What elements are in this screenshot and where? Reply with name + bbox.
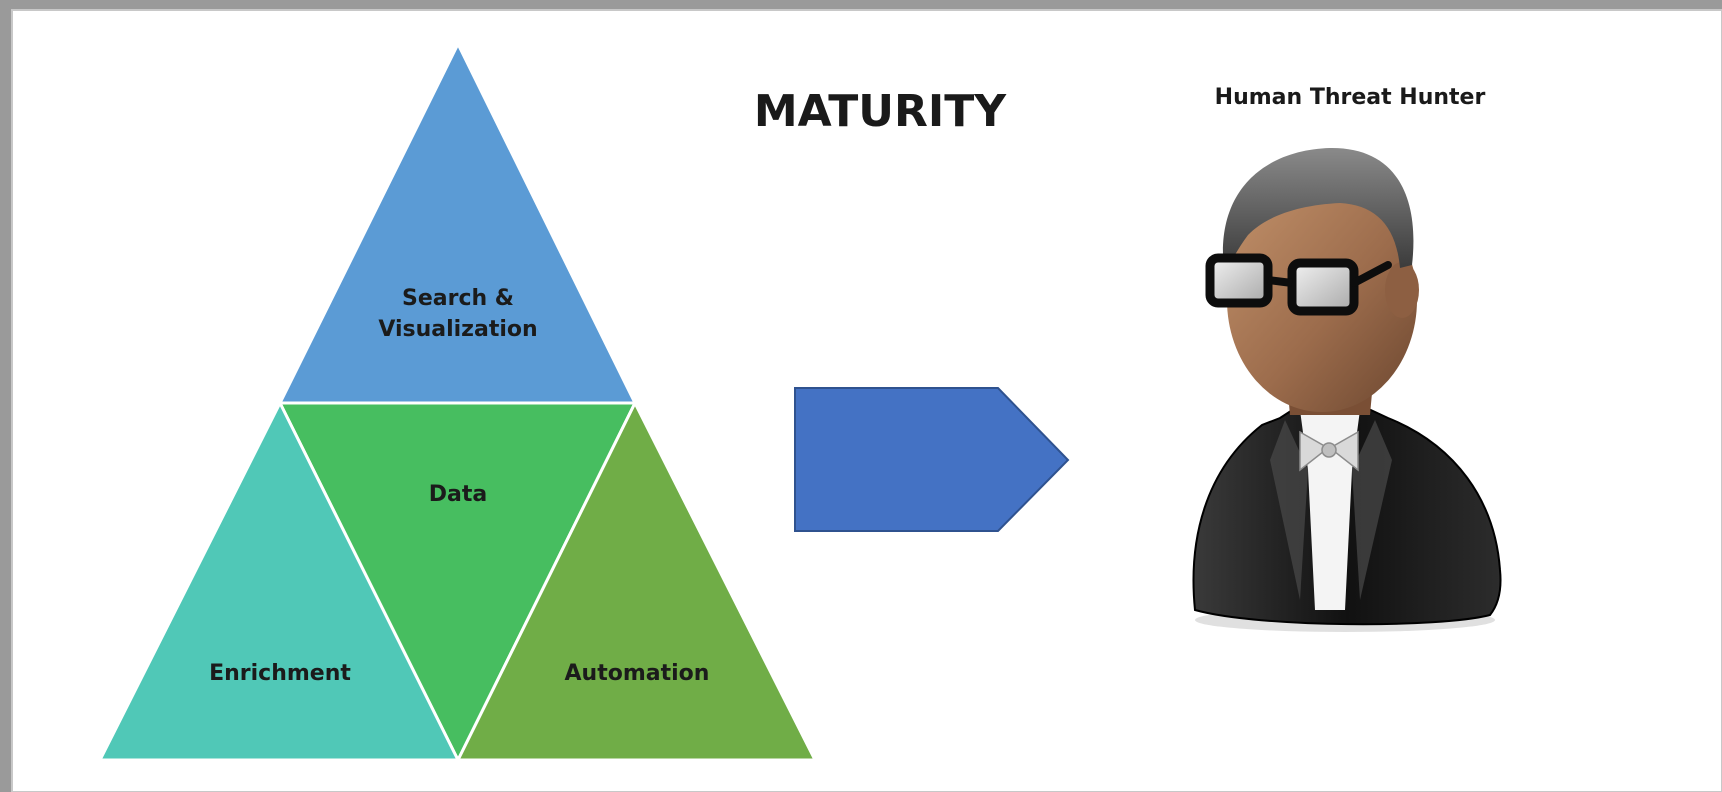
label-visualization: Visualization xyxy=(378,317,537,342)
segment-enrichment xyxy=(97,399,461,762)
pyramid xyxy=(97,40,818,764)
label-search: Search & xyxy=(402,286,514,311)
segment-automation xyxy=(455,399,818,762)
label-data: Data xyxy=(429,482,487,507)
arrow-right-shape xyxy=(794,387,1070,532)
maturity-title: MATURITY xyxy=(754,86,1007,137)
label-enrichment: Enrichment xyxy=(209,661,351,686)
person-avatar-icon xyxy=(1192,147,1502,632)
hunter-label: Human Threat Hunter xyxy=(1215,85,1486,110)
glasses-icon xyxy=(1205,253,1392,316)
label-automation: Automation xyxy=(565,661,710,686)
